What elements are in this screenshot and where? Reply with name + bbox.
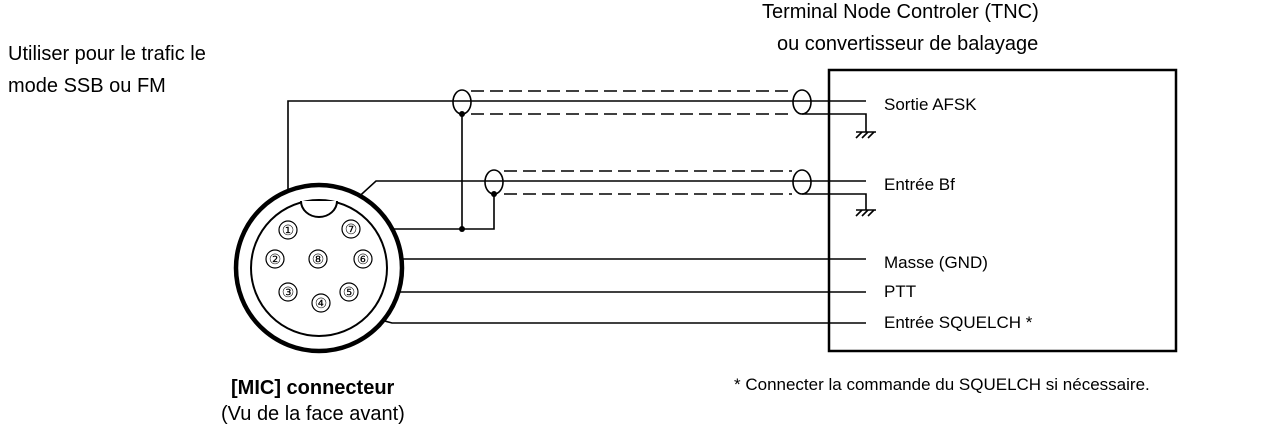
port-bf-in: Entrée Bf xyxy=(884,175,955,194)
port-gnd: Masse (GND) xyxy=(884,253,988,272)
connector-subtitle: (Vu de la face avant) xyxy=(221,403,405,425)
pin-3: ③ xyxy=(278,282,298,302)
pin-6: ⑥ xyxy=(353,249,373,269)
wire-squelch xyxy=(329,305,866,324)
svg-text:⑦: ⑦ xyxy=(345,221,358,237)
mode-note-line1: Utiliser pour le trafic le xyxy=(8,43,206,65)
port-ptt: PTT xyxy=(884,282,916,301)
tnc-title-line1: Terminal Node Controler (TNC) xyxy=(762,1,1039,23)
svg-text:③: ③ xyxy=(282,284,295,300)
pin-8: ⑧ xyxy=(308,249,328,269)
svg-text:④: ④ xyxy=(315,295,328,311)
port-afsk-out: Sortie AFSK xyxy=(884,95,977,114)
svg-text:⑤: ⑤ xyxy=(343,284,356,300)
connector-title: [MIC] connecteur xyxy=(231,377,395,399)
pin-4: ④ xyxy=(311,293,331,313)
pin-7: ⑦ xyxy=(341,219,361,239)
squelch-footnote: * Connecter la commande du SQUELCH si né… xyxy=(734,375,1150,394)
pin-1: ① xyxy=(278,220,298,240)
svg-text:⑧: ⑧ xyxy=(312,251,325,267)
svg-text:⑥: ⑥ xyxy=(357,251,370,267)
shielded-cable-bf xyxy=(317,169,876,258)
svg-text:①: ① xyxy=(282,222,295,238)
pin-5: ⑤ xyxy=(339,282,359,302)
mode-note-line2: mode SSB ou FM xyxy=(8,75,166,97)
shielded-cable-afsk xyxy=(287,89,876,230)
tnc-box xyxy=(827,68,1178,353)
tnc-title-line2: ou convertisseur de balayage xyxy=(777,33,1038,55)
port-squelch-in: Entrée SQUELCH * xyxy=(884,313,1033,332)
svg-text:②: ② xyxy=(269,251,282,267)
pin-2: ② xyxy=(265,249,285,269)
